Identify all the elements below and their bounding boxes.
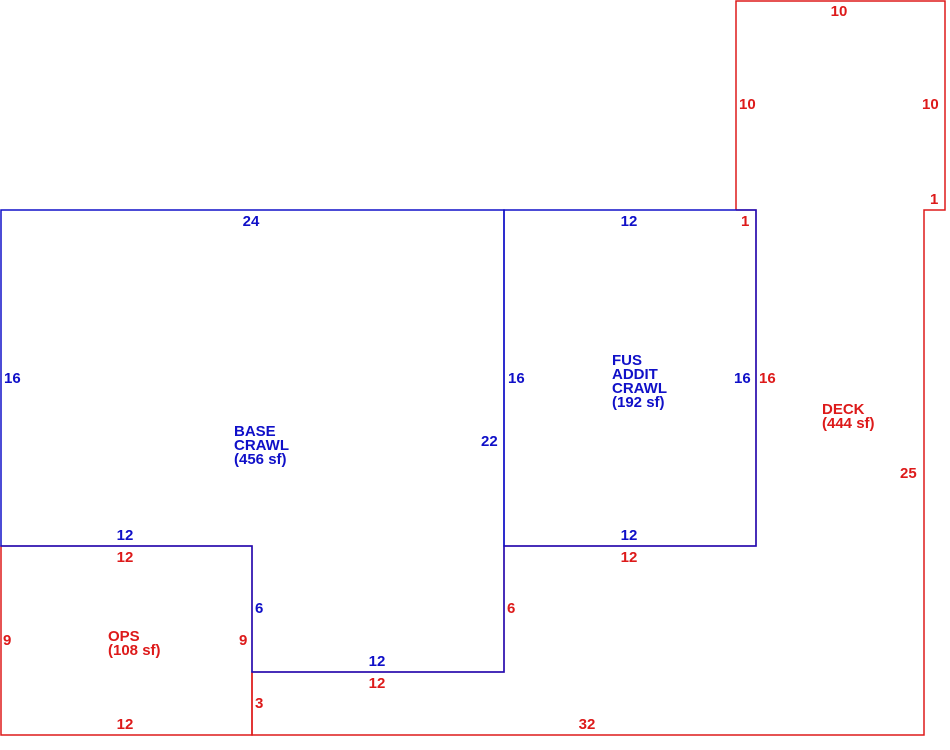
dim-deck-step: 6 <box>507 600 515 617</box>
dim-ops-right: 9 <box>239 632 247 649</box>
dim-deck-left-upper: 10 <box>739 96 756 113</box>
dim-base-right-total: 22 <box>481 433 498 450</box>
dim-deck-under-fus: 12 <box>621 549 638 566</box>
area-label-line: CRAWL <box>234 437 289 454</box>
area-label-line: (108 sf) <box>108 642 161 659</box>
dim-deck-right-upper: 10 <box>922 96 939 113</box>
area-label-line: OPS <box>108 628 140 645</box>
area-label-line: FUS <box>612 352 642 369</box>
dim-deck-bottom: 32 <box>579 716 596 733</box>
area-label-line: (456 sf) <box>234 451 287 468</box>
dim-ops-top: 12 <box>117 549 134 566</box>
dim-base-bottom-mid: 12 <box>369 653 386 670</box>
dim-deck-step-lower: 3 <box>255 695 263 712</box>
dim-deck-fus-side: 16 <box>759 370 776 387</box>
area-label-line: (192 sf) <box>612 394 665 411</box>
dim-deck-under-base: 12 <box>369 675 386 692</box>
fus-crawl-label: FUS ADDIT CRAWL (192 sf) <box>612 352 671 411</box>
area-label-line: (444 sf) <box>822 415 875 432</box>
dim-fus-top: 12 <box>621 213 638 230</box>
dim-ops-left: 9 <box>3 632 11 649</box>
area-label-line: ADDIT <box>612 366 658 383</box>
dim-base-right-upper: 16 <box>508 370 525 387</box>
dim-ops-bottom: 12 <box>117 716 134 733</box>
area-label-line: DECK <box>822 401 865 418</box>
dim-base-top: 24 <box>243 213 260 230</box>
deck-outline <box>251 0 946 736</box>
deck-label: DECK (444 sf) <box>822 401 875 432</box>
area-label-line: BASE <box>234 423 276 440</box>
base-crawl-label: BASE CRAWL (456 sf) <box>234 423 293 468</box>
dim-deck-jog-inner: 1 <box>741 213 749 230</box>
dim-deck-jog: 1 <box>930 191 938 208</box>
dim-deck-top: 10 <box>831 3 848 20</box>
dim-fus-right: 16 <box>734 370 751 387</box>
dim-base-left: 16 <box>4 370 21 387</box>
dim-base-bottom-left: 12 <box>117 527 134 544</box>
dim-fus-bottom: 12 <box>621 527 638 544</box>
fus-crawl-outline <box>503 209 757 547</box>
dim-base-step: 6 <box>255 600 263 617</box>
ops-label: OPS (108 sf) <box>108 628 161 659</box>
dim-deck-right: 25 <box>900 465 917 482</box>
area-label-line: CRAWL <box>612 380 667 397</box>
